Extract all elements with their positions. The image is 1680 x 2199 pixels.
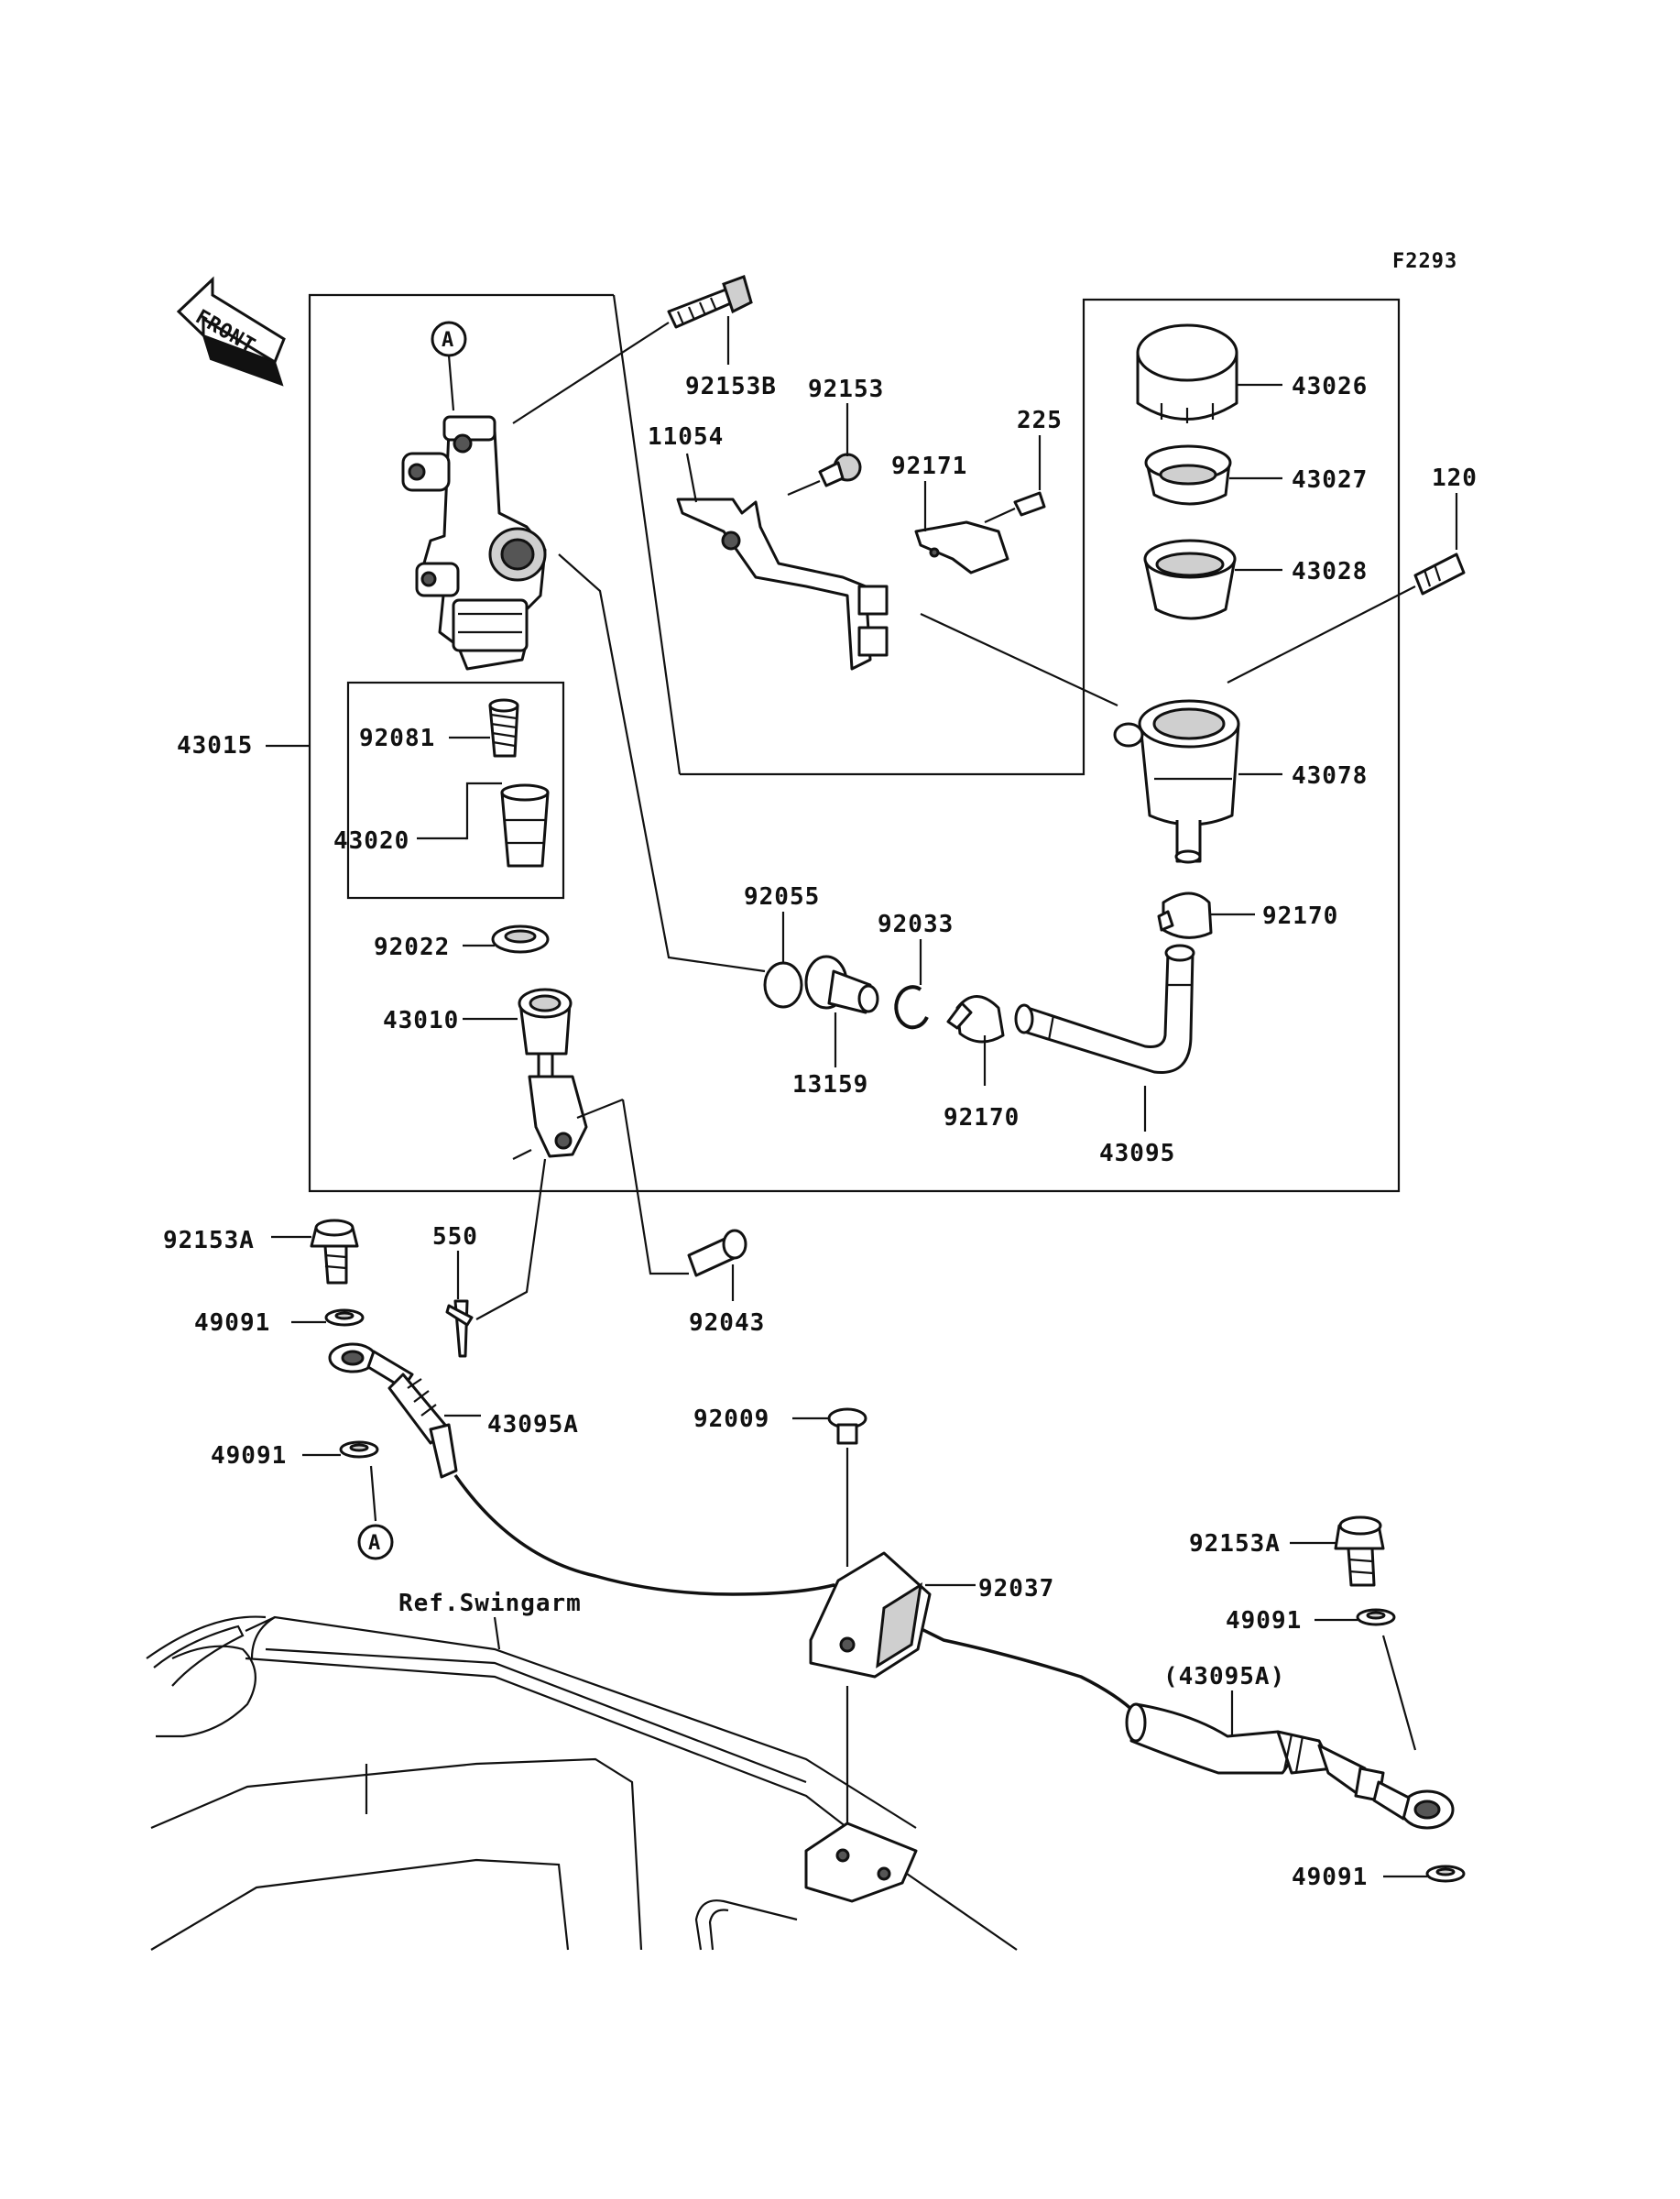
pin-92043 — [475, 1099, 747, 1320]
label-92043: 92043 — [689, 1309, 765, 1337]
label-43026: 43026 — [1292, 373, 1368, 400]
cotter-pin-550 — [445, 1251, 474, 1358]
screw-225 — [984, 435, 1046, 524]
o-ring-92055 — [558, 553, 803, 1009]
label-43027: 43027 — [1292, 466, 1368, 494]
label-43015: 43015 — [177, 732, 253, 760]
figure-code: F2293 — [1392, 250, 1457, 273]
hose-43095A-right — [1125, 1690, 1466, 1883]
label-ref-swingarm: Ref.Swingarm — [398, 1590, 582, 1617]
hose-clamp-92170-lower — [946, 995, 1005, 1086]
label-43078: 43078 — [1292, 762, 1368, 790]
label-43095A: 43095A — [487, 1411, 579, 1439]
label-49091-b: 49091 — [211, 1442, 287, 1470]
label-49091-c: 49091 — [1226, 1607, 1302, 1635]
label-92153A-left: 92153A — [163, 1227, 255, 1254]
hose-route — [453, 1473, 1138, 1715]
callout-a-top: A — [431, 321, 467, 411]
label-92170-lower: 92170 — [944, 1104, 1020, 1132]
label-49091-a: 49091 — [194, 1309, 270, 1337]
label-92033: 92033 — [878, 911, 954, 938]
banjo-bolt-92153A-right — [1290, 1515, 1417, 1751]
reservoir-cap-43026 — [1136, 323, 1282, 423]
label-92055: 92055 — [744, 883, 820, 911]
label-43095A-ref: (43095A) — [1163, 1663, 1285, 1690]
swingarm-reference — [146, 1615, 1018, 1951]
bracket-11054 — [676, 453, 889, 671]
label-11054: 11054 — [648, 423, 724, 451]
label-92153A-right: 92153A — [1189, 1530, 1281, 1558]
piston-43020 — [417, 782, 550, 868]
label-225: 225 — [1017, 407, 1063, 434]
spring-92081 — [449, 698, 519, 758]
label-92153: 92153 — [808, 376, 884, 403]
label-92081: 92081 — [359, 725, 435, 752]
assembly-boxes — [308, 293, 1401, 1193]
label-43095: 43095 — [1099, 1140, 1175, 1167]
banjo-bolt-92153A-left — [271, 1219, 365, 1327]
label-120: 120 — [1432, 465, 1478, 492]
label-43028: 43028 — [1292, 558, 1368, 585]
label-92022: 92022 — [374, 934, 450, 961]
seal-92022 — [463, 924, 550, 954]
hose-guide-92037 — [809, 1551, 976, 1679]
label-92171: 92171 — [891, 453, 967, 480]
front-arrow-icon: FRONT — [176, 276, 286, 387]
label-49091-d: 49091 — [1292, 1864, 1368, 1891]
callout-a-bottom: A — [357, 1524, 394, 1560]
label-43010: 43010 — [383, 1007, 459, 1034]
label-92037: 92037 — [978, 1575, 1054, 1603]
label-550: 550 — [432, 1223, 478, 1251]
hose-43095A-left — [302, 1342, 481, 1522]
bolt-92153B — [512, 275, 753, 424]
screw-120 — [1227, 493, 1466, 684]
part-labels: 92153B 92153 11054 92171 225 43026 43027… — [163, 373, 1478, 1891]
svg-text:A: A — [442, 329, 454, 352]
label-92153B: 92153B — [685, 373, 777, 400]
screw-92009 — [792, 1407, 867, 1567]
diaphragm-43028 — [1143, 539, 1282, 620]
hose-clamp-92170-upper — [1157, 892, 1255, 939]
screw-92153 — [787, 403, 862, 497]
pushrod-43010 — [463, 988, 624, 1160]
circlip-92033 — [894, 939, 929, 1030]
label-92170-upper: 92170 — [1262, 903, 1338, 930]
clamp-92171 — [914, 481, 1009, 574]
master-cylinder-body — [401, 415, 547, 671]
svg-text:A: A — [368, 1532, 381, 1555]
hose-43095 — [1014, 944, 1195, 1132]
fitting-13159 — [804, 955, 879, 1067]
diaphragm-plate-43027 — [1144, 444, 1282, 506]
label-13159: 13159 — [792, 1071, 868, 1099]
reservoir-43078 — [920, 613, 1282, 864]
label-92009: 92009 — [693, 1406, 769, 1433]
label-43020: 43020 — [333, 827, 409, 855]
